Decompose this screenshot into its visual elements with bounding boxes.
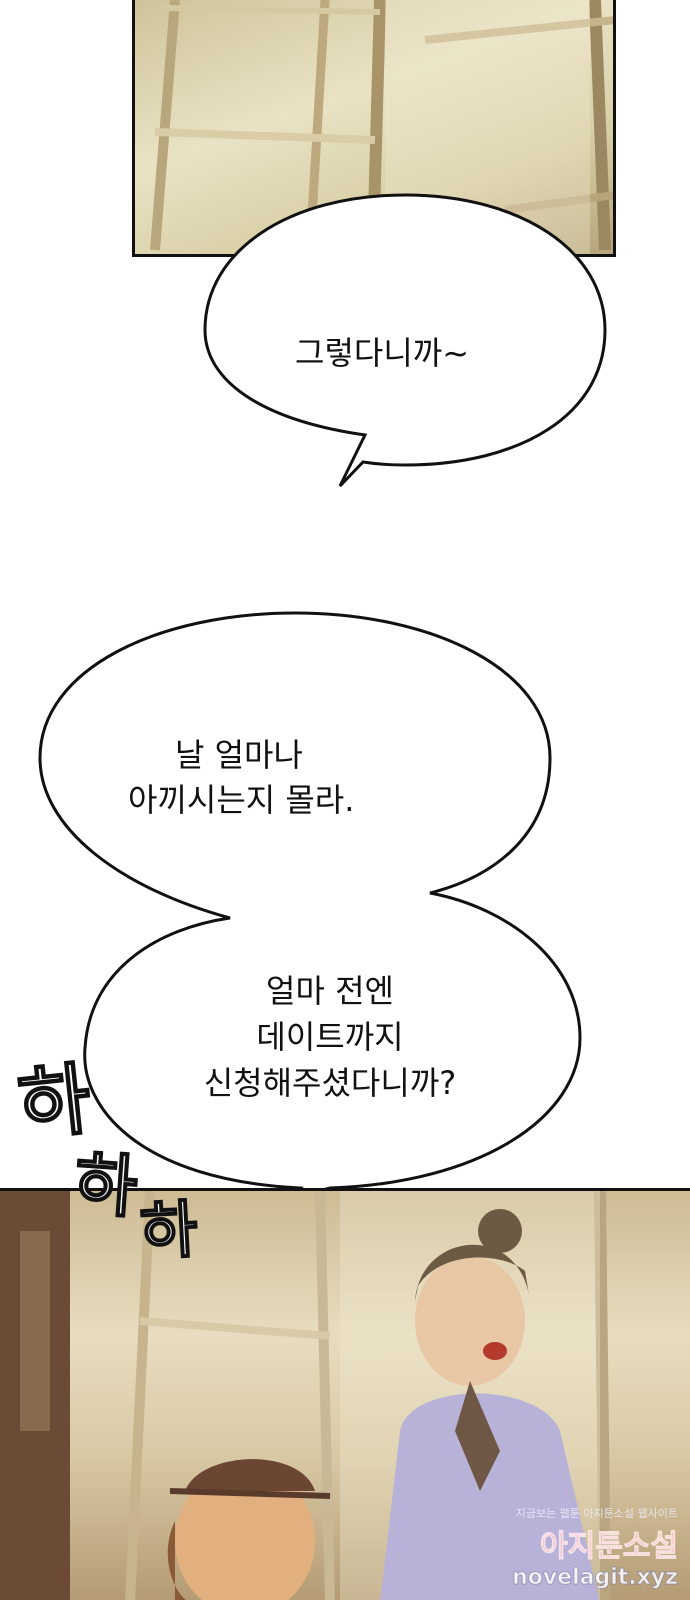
bubble-3-line-3: 신청해주셨다니까? xyxy=(203,1064,457,1102)
characters-illustration xyxy=(0,1191,611,1600)
bubble-3-line-1: 얼마 전엔 xyxy=(266,972,394,1010)
watermark: 지금보는 웹툰 아지툰소설 웹사이트 아지툰소설 novelagit.xyz xyxy=(512,1505,679,1591)
sfx-ha-3: 하 xyxy=(137,1192,200,1270)
sfx-ha-2: 하 xyxy=(71,1144,141,1229)
bubble-1-line-1: 그렇다니까~ xyxy=(295,334,470,372)
watermark-brand: 아지툰소설 xyxy=(540,1529,679,1565)
watermark-url: novelagit.xyz xyxy=(512,1565,679,1591)
bubble-2-line-2: 아끼시는지 몰라. xyxy=(128,781,355,819)
speech-bubble-2-3 xyxy=(38,611,582,1188)
bubble-3-line-2: 데이트까지 xyxy=(256,1018,404,1056)
bubble-2-line-1: 날 얼마나 xyxy=(175,736,303,774)
speech-bubble-1 xyxy=(203,193,607,488)
bottom-panel-characters-scene: 지금보는 웹툰 아지툰소설 웹사이트 아지툰소설 novelagit.xyz xyxy=(0,1188,690,1600)
watermark-small-text: 지금보는 웹툰 아지툰소설 웹사이트 xyxy=(515,1507,678,1520)
